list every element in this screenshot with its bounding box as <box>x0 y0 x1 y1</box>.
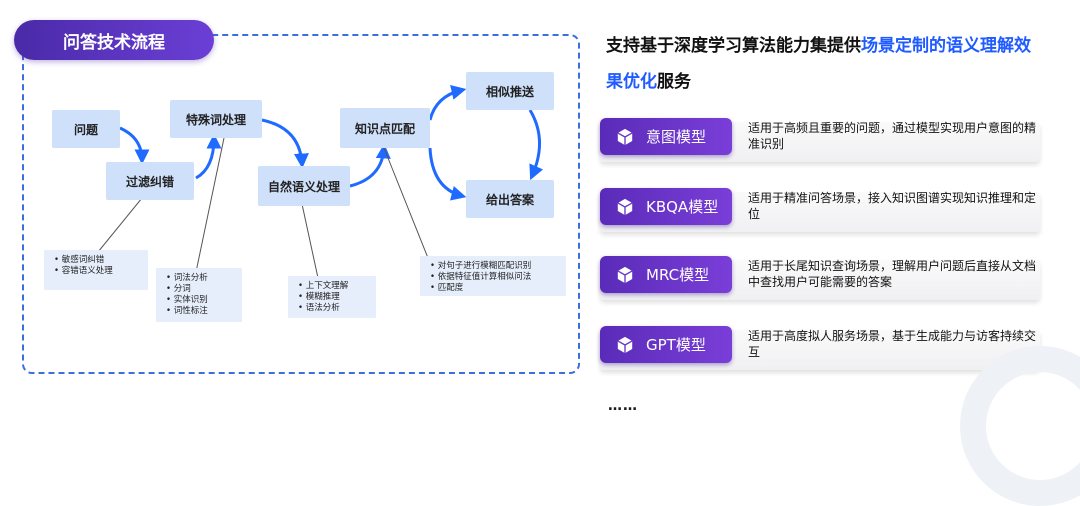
arrow-xiangsi-daan <box>528 109 544 181</box>
callout-teshu <box>195 137 225 273</box>
note-item: 语法分析 <box>306 303 370 314</box>
note-item: 依据特征值计算相似问法 <box>438 272 560 283</box>
node-guolv: 过滤纠错 <box>106 162 194 200</box>
model-tag: MRC模型 <box>600 256 732 293</box>
cube-icon <box>617 128 633 145</box>
note-item: 分词 <box>174 284 236 295</box>
note-zhishi: 对句子进行模糊匹配识别 依据特征值计算相似问法 匹配度 <box>420 256 566 296</box>
note-teshu: 词法分析 分词 实体识别 词性标注 <box>156 268 242 322</box>
note-ziran: 上下文理解 模糊推理 语法分析 <box>288 276 376 318</box>
model-card-gpt: GPT模型 适用于高度拟人服务场景，基于生成能力与访客持续交互 <box>600 326 1040 374</box>
model-name: GPT模型 <box>646 336 706 354</box>
flow-title: 问答技术流程 <box>14 20 214 60</box>
model-card-mrc: MRC模型 适用于长尾知识查询场景，理解用户问题后直接从文档中查找用户可能需要的… <box>600 256 1040 304</box>
callout-guolv <box>97 197 143 253</box>
flow-connectors <box>97 85 544 279</box>
node-teshu: 特殊词处理 <box>170 100 262 138</box>
model-desc: 适用于长尾知识查询场景，理解用户问题后直接从文档中查找用户可能需要的答案 <box>748 259 1037 289</box>
arrow-guolv-teshu <box>195 133 222 180</box>
model-name: MRC模型 <box>646 266 710 284</box>
model-desc: 适用于精准问答场景，接入知识图谱实现知识推理和定位 <box>748 191 1037 221</box>
model-name: 意图模型 <box>646 128 707 146</box>
node-xiangsi: 相似推送 <box>466 72 554 110</box>
arrow-ziran-zhishi <box>349 143 391 188</box>
model-desc: 适用于高度拟人服务场景，基于生成能力与访客持续交互 <box>748 329 1037 359</box>
node-zhishi: 知识点匹配 <box>340 108 430 148</box>
callout-ziran <box>301 203 319 279</box>
note-item: 模糊推理 <box>306 292 370 303</box>
model-tag: GPT模型 <box>600 326 732 363</box>
model-card-kbqa: KBQA模型 适用于精准问答场景，接入知识图谱实现知识推理和定位 <box>600 188 1040 236</box>
cube-icon <box>617 336 633 353</box>
model-name: KBQA模型 <box>646 198 719 216</box>
headline-highlight: 场景定制的语义理解效果优化 <box>606 36 1031 92</box>
note-item: 词性标注 <box>174 306 236 317</box>
node-wenti: 问题 <box>52 110 120 148</box>
headline-post: 服务 <box>657 72 691 92</box>
note-guolv: 敏感词纠错 容错语义处理 <box>44 250 148 290</box>
node-ziran: 自然语义处理 <box>258 166 350 206</box>
note-item: 容错语义处理 <box>62 266 142 277</box>
headline-pre: 支持基于深度学习算法能力集提供 <box>606 36 861 56</box>
flow-frame <box>22 34 580 374</box>
note-item: 对句子进行模糊匹配识别 <box>438 261 560 272</box>
cube-icon <box>617 266 633 283</box>
note-item: 上下文理解 <box>306 281 370 292</box>
note-item: 匹配度 <box>438 283 560 294</box>
arrow-zhishi-daan <box>428 147 467 201</box>
model-card-intent: 意图模型 适用于高频且重要的问题，通过模型实现用户意图的精准识别 <box>600 118 1040 166</box>
model-tag: 意图模型 <box>600 118 732 155</box>
more-ellipsis: …… <box>608 398 638 414</box>
model-tag: KBQA模型 <box>600 188 732 225</box>
note-item: 敏感词纠错 <box>62 255 142 266</box>
node-daan: 给出答案 <box>466 180 554 218</box>
headline: 支持基于深度学习算法能力集提供场景定制的语义理解效果优化服务 <box>606 28 1046 100</box>
arrow-teshu-ziran <box>261 118 309 169</box>
arrow-wenti-guolv <box>119 126 150 165</box>
note-item: 实体识别 <box>174 295 236 306</box>
model-desc: 适用于高频且重要的问题，通过模型实现用户意图的精准识别 <box>748 121 1037 151</box>
note-item: 词法分析 <box>174 273 236 284</box>
arrow-zhishi-xiangsi <box>428 85 467 121</box>
cube-icon <box>617 198 633 215</box>
callout-zhishi <box>383 147 429 259</box>
